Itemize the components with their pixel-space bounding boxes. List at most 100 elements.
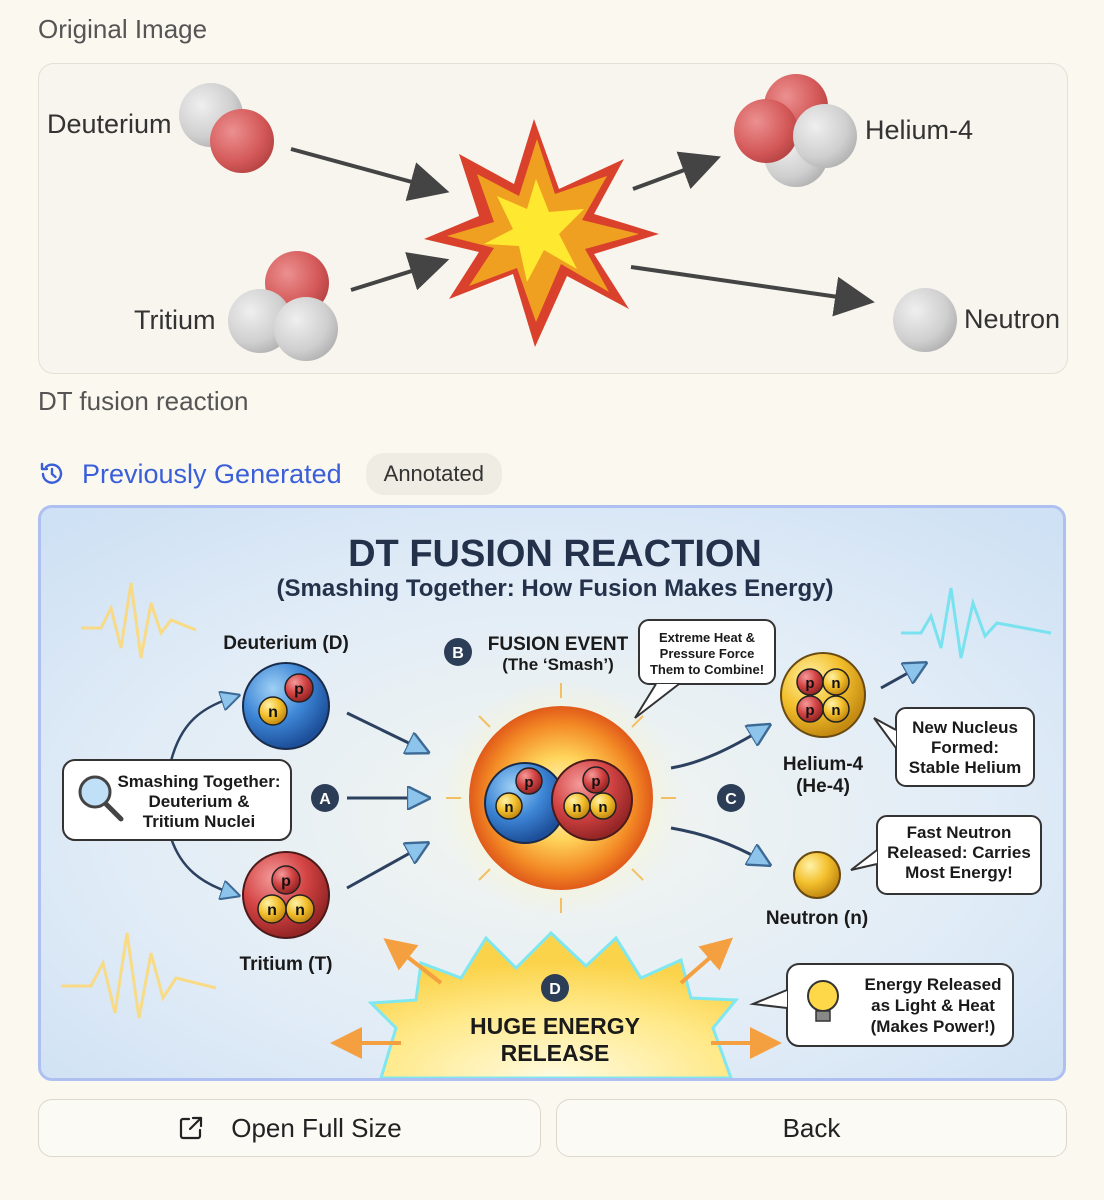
- smash-bubble-line-2: Deuterium &: [148, 792, 249, 811]
- wave-bottom-left: [61, 932, 217, 1019]
- tritium-arrow: [350, 252, 450, 292]
- marker-a-text: A: [319, 791, 331, 808]
- free-neutron: [893, 288, 957, 352]
- marker-d: [541, 974, 569, 1002]
- original-image-heading: Original Image: [38, 14, 208, 44]
- energy-arrow-right: [679, 937, 734, 985]
- arrow-d-to-fusion: [346, 711, 419, 748]
- previously-generated-link[interactable]: Previously Generated: [82, 458, 342, 489]
- nucleus-bubble-line-3: Stable Helium: [909, 758, 1021, 777]
- back-label: Back: [782, 1112, 841, 1143]
- smash-bubble-line-1: Smashing Together:: [117, 772, 280, 791]
- magnifier-icon: [78, 775, 112, 809]
- helium-proton-1-p: p: [805, 675, 814, 692]
- nucleus-bubble-line-1: New Nucleus: [912, 718, 1018, 737]
- helium-proton-2: [734, 99, 798, 163]
- neutron-arrow: [630, 265, 875, 317]
- helium-label: Helium-4: [783, 754, 864, 775]
- tritium-nucleus: [242, 851, 330, 939]
- tritium-neutron-2-n: n: [295, 902, 305, 919]
- fused-d-neutron: [495, 792, 523, 820]
- heat-bubble-tail: [634, 683, 680, 719]
- deuterium-proton-p: p: [294, 681, 304, 698]
- history-icon: [40, 462, 63, 484]
- energy-release-label-2: RELEASE: [501, 1040, 610, 1066]
- infographic-subtitle: (Smashing Together: How Fusion Makes Ene…: [277, 575, 834, 602]
- explosion-yellow: [484, 179, 584, 282]
- infographic-title: DT FUSION REACTION: [348, 533, 762, 575]
- fused-t-neutron-1-n: n: [572, 799, 581, 816]
- external-link-icon: [180, 1116, 203, 1140]
- neutron-bubble-tail: [850, 849, 878, 871]
- helium-proton-2-p: p: [805, 702, 814, 719]
- fused-t-proton-p: p: [591, 773, 600, 790]
- marker-b-text: B: [452, 645, 464, 662]
- curve-arrow-up: [169, 698, 231, 762]
- deuterium-arrow: [290, 147, 450, 201]
- energy-arrow-left: [383, 938, 443, 985]
- tritium-neutron-2: [285, 894, 315, 924]
- generated-infographic[interactable]: DT FUSION REACTION (Smashing Together: H…: [38, 505, 1066, 1081]
- fused-t-neutron-2-n: n: [598, 799, 607, 816]
- arrow-to-helium: [670, 730, 761, 770]
- helium-label: Helium-4: [865, 115, 973, 145]
- helium-neutron-2: [793, 104, 857, 168]
- tritium-label: Tritium (T): [240, 954, 333, 975]
- fused-d-proton: [515, 767, 543, 795]
- marker-b: [444, 638, 472, 666]
- lightbulb-base: [815, 1010, 831, 1022]
- neutron-bubble-line-3: Most Energy!: [905, 863, 1013, 882]
- nucleus-bubble-line-2: Formed:: [931, 738, 999, 757]
- fused-t-neutron-2: [589, 792, 617, 820]
- energy-bubble-line-1: Energy Released: [864, 975, 1001, 994]
- fusion-rays: [446, 683, 676, 913]
- energy-bubble-tail: [749, 989, 788, 1009]
- free-neutron: [793, 851, 841, 899]
- neutron-bubble-line-1: Fast Neutron: [907, 823, 1012, 842]
- arrow-t-to-fusion: [346, 848, 419, 890]
- deuterium-neutron-n: n: [268, 704, 278, 721]
- fusion-event-label: FUSION EVENT: [488, 634, 629, 655]
- fused-d-proton-p: p: [524, 774, 533, 791]
- helium-neutron-2: [822, 695, 850, 723]
- magnifier-handle: [103, 801, 124, 822]
- energy-burst: [367, 930, 740, 1078]
- tritium-neutron-2: [274, 297, 338, 361]
- heat-bubble-line-1: Extreme Heat &: [659, 630, 755, 645]
- helium-arrow: [632, 151, 722, 191]
- smash-bubble-line-3: Tritium Nuclei: [143, 812, 255, 831]
- tritium-proton-p: p: [281, 873, 291, 890]
- helium-neutron-1-n: n: [831, 675, 840, 692]
- energy-bubble-line-2: as Light & Heat: [871, 996, 995, 1015]
- fused-d-neutron-n: n: [504, 799, 513, 816]
- open-full-size-label: Open Full Size: [231, 1112, 402, 1143]
- arrow-to-neutron: [670, 826, 761, 860]
- deuterium-label: Deuterium: [47, 109, 172, 139]
- tritium-label: Tritium: [134, 305, 216, 335]
- deuterium-proton: [210, 109, 274, 173]
- helium-sublabel: (He-4): [796, 776, 850, 797]
- nucleus-bubble-tail: [873, 717, 897, 749]
- deuterium-proton: [284, 673, 314, 703]
- tritium-neutron-1-n: n: [267, 902, 277, 919]
- original-image-caption: DT fusion reaction: [38, 386, 249, 416]
- marker-d-text: D: [549, 981, 561, 998]
- annotated-badge: Annotated: [365, 453, 502, 495]
- marker-c-text: C: [725, 791, 737, 808]
- marker-c: [717, 784, 745, 812]
- heat-bubble-line-3: Them to Combine!: [650, 662, 764, 677]
- arrow-helium-out: [880, 668, 917, 690]
- energy-release-label-1: HUGE ENERGY: [470, 1013, 640, 1039]
- heat-bubble: [638, 619, 776, 685]
- open-full-size-button[interactable]: Open Full Size: [38, 1099, 541, 1157]
- wave-top-left: [81, 582, 197, 659]
- helium-neutron-2-n: n: [831, 702, 840, 719]
- fusion-event-sublabel: (The ‘Smash’): [502, 655, 613, 674]
- energy-bubble-line-3: (Makes Power!): [871, 1017, 996, 1036]
- neutron-label: Neutron: [964, 304, 1060, 334]
- wave-top-right: [901, 587, 1052, 659]
- deuterium-neutron: [258, 696, 288, 726]
- original-image[interactable]: Deuterium Tritium Helium-4 Neutron: [38, 63, 1068, 374]
- helium-nucleus: [780, 652, 866, 738]
- back-button[interactable]: Back: [556, 1099, 1067, 1157]
